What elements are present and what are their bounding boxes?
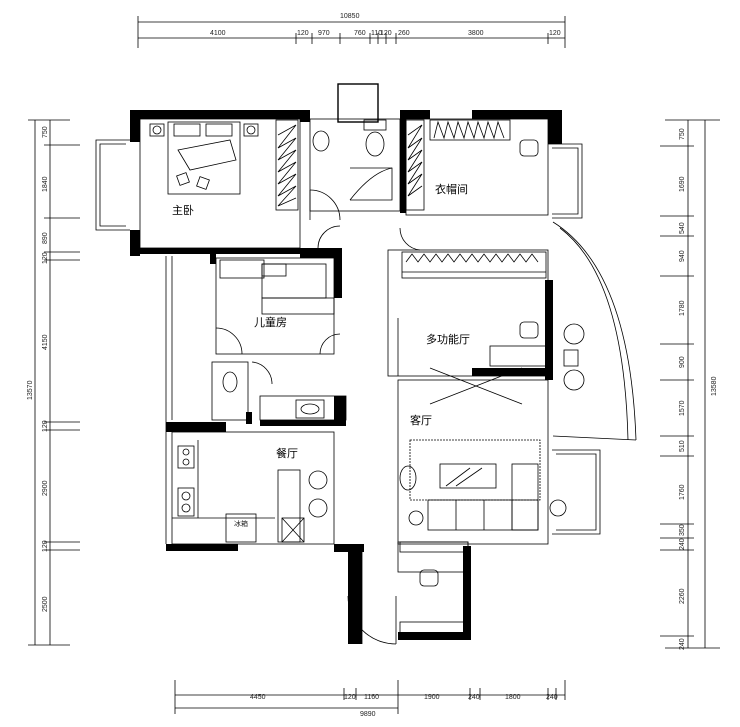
kitchen-sink	[177, 445, 195, 469]
balcony-table	[563, 349, 579, 367]
kids-desk	[261, 297, 335, 315]
right-dimension-lines: 750 1690 540 940 1780 900 1570 510 1760 …	[660, 119, 720, 650]
plant-2	[549, 499, 567, 517]
left-dim-5: 4150	[42, 334, 49, 350]
right-dim-5: 1780	[679, 300, 686, 316]
right-dim-4: 940	[679, 250, 686, 262]
room-label-cloakroom: 衣帽间	[435, 182, 468, 196]
room-label-master-bedroom: 主卧	[172, 204, 194, 217]
cloakroom-chair	[519, 139, 539, 157]
fridge-label: 冰箱	[234, 519, 248, 528]
sofa	[427, 499, 539, 531]
bottom-dim-5: 240	[468, 694, 480, 701]
right-dim-3: 540	[679, 222, 686, 234]
balcony-chair-1	[563, 323, 585, 345]
right-dim-7: 1570	[679, 400, 686, 416]
plant-1	[408, 510, 424, 526]
room-labels: 主卧 衣帽间 儿童房 多功能厅 客厅 餐厅 冰箱	[172, 182, 470, 528]
storage	[281, 517, 305, 543]
top-dim-1: 4100	[210, 30, 226, 37]
right-dim-11: 240	[679, 538, 686, 550]
dining-chair-2	[308, 498, 328, 518]
multi-room-desk	[489, 345, 547, 367]
tv-console	[399, 541, 469, 553]
vanity	[295, 399, 325, 419]
top-dim-5: 110	[371, 30, 382, 37]
left-dim-8: 120	[42, 540, 49, 552]
nightstand-left	[149, 123, 165, 137]
top-dim-9: 120	[549, 30, 561, 37]
coffee-table	[439, 463, 497, 489]
right-dim-10: 350	[679, 524, 686, 536]
armchair	[399, 465, 417, 491]
master-wardrobe	[275, 119, 299, 211]
left-dimension-lines: 750 1840 890 120 4150 120 2900 120 2500 …	[27, 119, 80, 646]
top-dim-2: 120	[297, 30, 309, 37]
nightstand-right	[243, 123, 259, 137]
carpet	[409, 439, 541, 501]
bottom-dimension-lines: 4450 120 1160 1900 240 1800 240 9890	[174, 680, 566, 718]
left-dim-2: 1840	[42, 176, 49, 192]
dining-table	[277, 469, 301, 543]
left-dim-3: 890	[42, 232, 49, 244]
bottom-chair	[419, 569, 439, 587]
top-dimension-lines: 10850 4100 120 970 760 110 120 260 3800 …	[137, 13, 566, 48]
top-dim-4: 760	[354, 30, 366, 37]
cloakroom-wardrobe-top	[429, 119, 511, 141]
balcony-chair-2	[563, 369, 585, 391]
right-dim-8: 510	[679, 440, 686, 452]
left-dim-6: 120	[42, 420, 49, 432]
toilet-tank	[363, 119, 387, 131]
dining-chair-1	[308, 470, 328, 490]
toilet-2	[222, 371, 238, 393]
right-dim-12: 2260	[679, 588, 686, 604]
room-label-living-room: 客厅	[410, 413, 432, 427]
sink	[312, 130, 330, 152]
bottom-dim-7: 240	[546, 694, 558, 701]
shower	[350, 167, 393, 201]
bottom-dim-6: 1800	[505, 694, 521, 701]
right-dim-13: 240	[679, 638, 686, 650]
right-total-dim: 13580	[711, 376, 718, 396]
room-label-kids-room: 儿童房	[254, 315, 287, 329]
bottom-dim-4: 1900	[424, 694, 440, 701]
right-dim-2: 1690	[679, 176, 686, 192]
bottom-dim-3: 1160	[364, 694, 379, 701]
kids-bed	[261, 263, 327, 299]
top-dim-3: 970	[318, 30, 330, 37]
left-dim-7: 2900	[42, 480, 49, 496]
right-dim-1: 750	[679, 128, 686, 140]
left-dim-9: 2500	[42, 596, 49, 612]
kids-wardrobe	[219, 259, 265, 279]
top-dim-6: 120	[380, 30, 392, 37]
interior-lines	[95, 118, 637, 644]
fridge	[225, 513, 257, 543]
master-bed	[167, 121, 241, 195]
structural-walls	[130, 83, 562, 644]
room-label-dining-room: 餐厅	[276, 446, 298, 460]
furniture	[149, 119, 585, 635]
bottom-total-dim: 9890	[360, 711, 376, 718]
bottom-dim-2: 120	[344, 694, 356, 701]
stove	[177, 487, 195, 517]
multi-room-chair	[519, 321, 539, 339]
left-total-dim: 13570	[27, 380, 34, 400]
left-dim-1: 750	[42, 126, 49, 138]
top-dim-7: 260	[398, 30, 410, 37]
top-dim-8: 3800	[468, 30, 484, 37]
bottom-cabinet	[399, 621, 467, 635]
left-dim-4: 120	[42, 252, 49, 264]
doors	[215, 189, 523, 645]
top-total-dim: 10850	[340, 13, 360, 20]
toilet	[365, 131, 385, 157]
cloakroom-wardrobe-left	[405, 119, 425, 211]
right-dim-6: 900	[679, 356, 686, 368]
right-dim-9: 1760	[679, 484, 686, 500]
room-label-multi-room: 多功能厅	[426, 332, 470, 346]
bottom-dim-1: 4450	[250, 694, 266, 701]
multi-room-wardrobe	[401, 251, 547, 279]
